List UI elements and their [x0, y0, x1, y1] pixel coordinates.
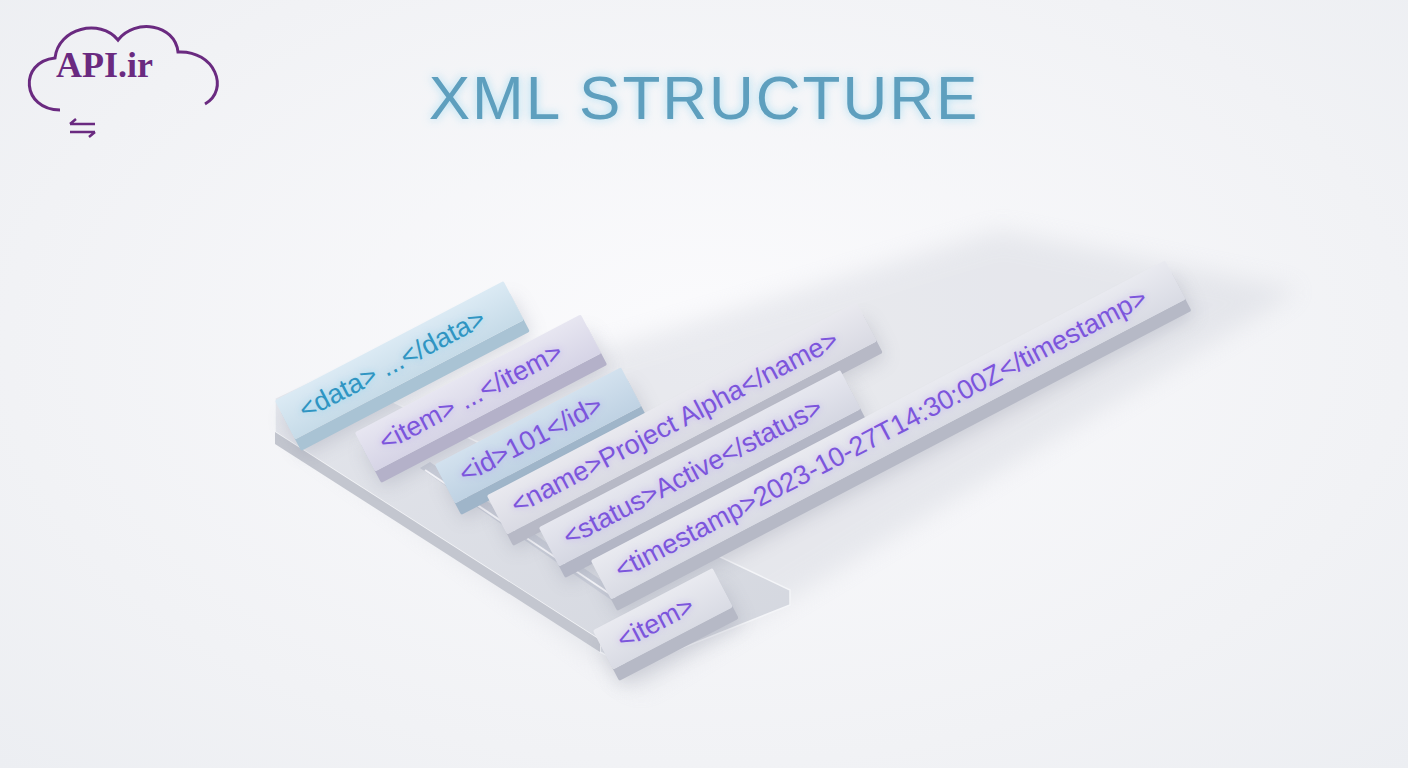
logo-text: API.ir — [56, 44, 153, 86]
diagram-title: XML STRUCTURE — [429, 62, 980, 133]
logo-arrows — [70, 119, 95, 137]
logo-cloud — [29, 27, 217, 110]
